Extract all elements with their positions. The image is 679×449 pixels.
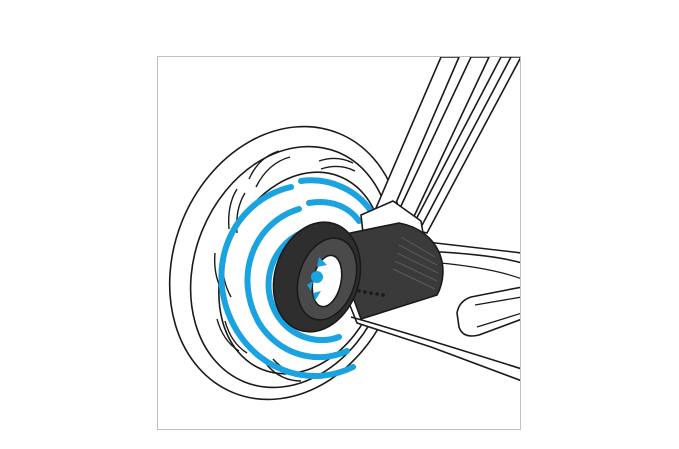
axle-lower-edge [350,316,520,370]
frame-struts [372,57,520,234]
arrow-down-icon [313,291,321,301]
signal-ring-middle-top [306,199,362,224]
indicator-dot [375,292,379,296]
hub-assembly [272,200,444,333]
axle-clip-inner [474,296,520,306]
indicator-dots [357,289,385,297]
hub-ribbing [392,236,439,290]
indicator-dot [369,291,373,295]
indicator-dot [357,289,361,293]
release-button-arrows [307,257,327,301]
indicator-dot [381,293,385,297]
release-indicator-center [311,271,323,283]
signal-ring-inner [265,230,342,343]
wheel-attachment-illustration [168,57,520,401]
strut-front-edge [418,57,512,232]
strut-front [410,57,520,234]
signal-rings [218,177,374,379]
arrow-left-icon [307,281,313,291]
axle-highlight [440,262,520,279]
signal-ring-outer [218,184,356,379]
illustration-frame [157,56,521,430]
indicator-dot [363,290,367,294]
hub-housing [330,222,444,320]
axle-clip-inner-2 [476,312,520,328]
signal-ring-middle [244,206,350,361]
signal-ring-outer-top [298,177,374,214]
arrow-up-icon [317,257,327,267]
